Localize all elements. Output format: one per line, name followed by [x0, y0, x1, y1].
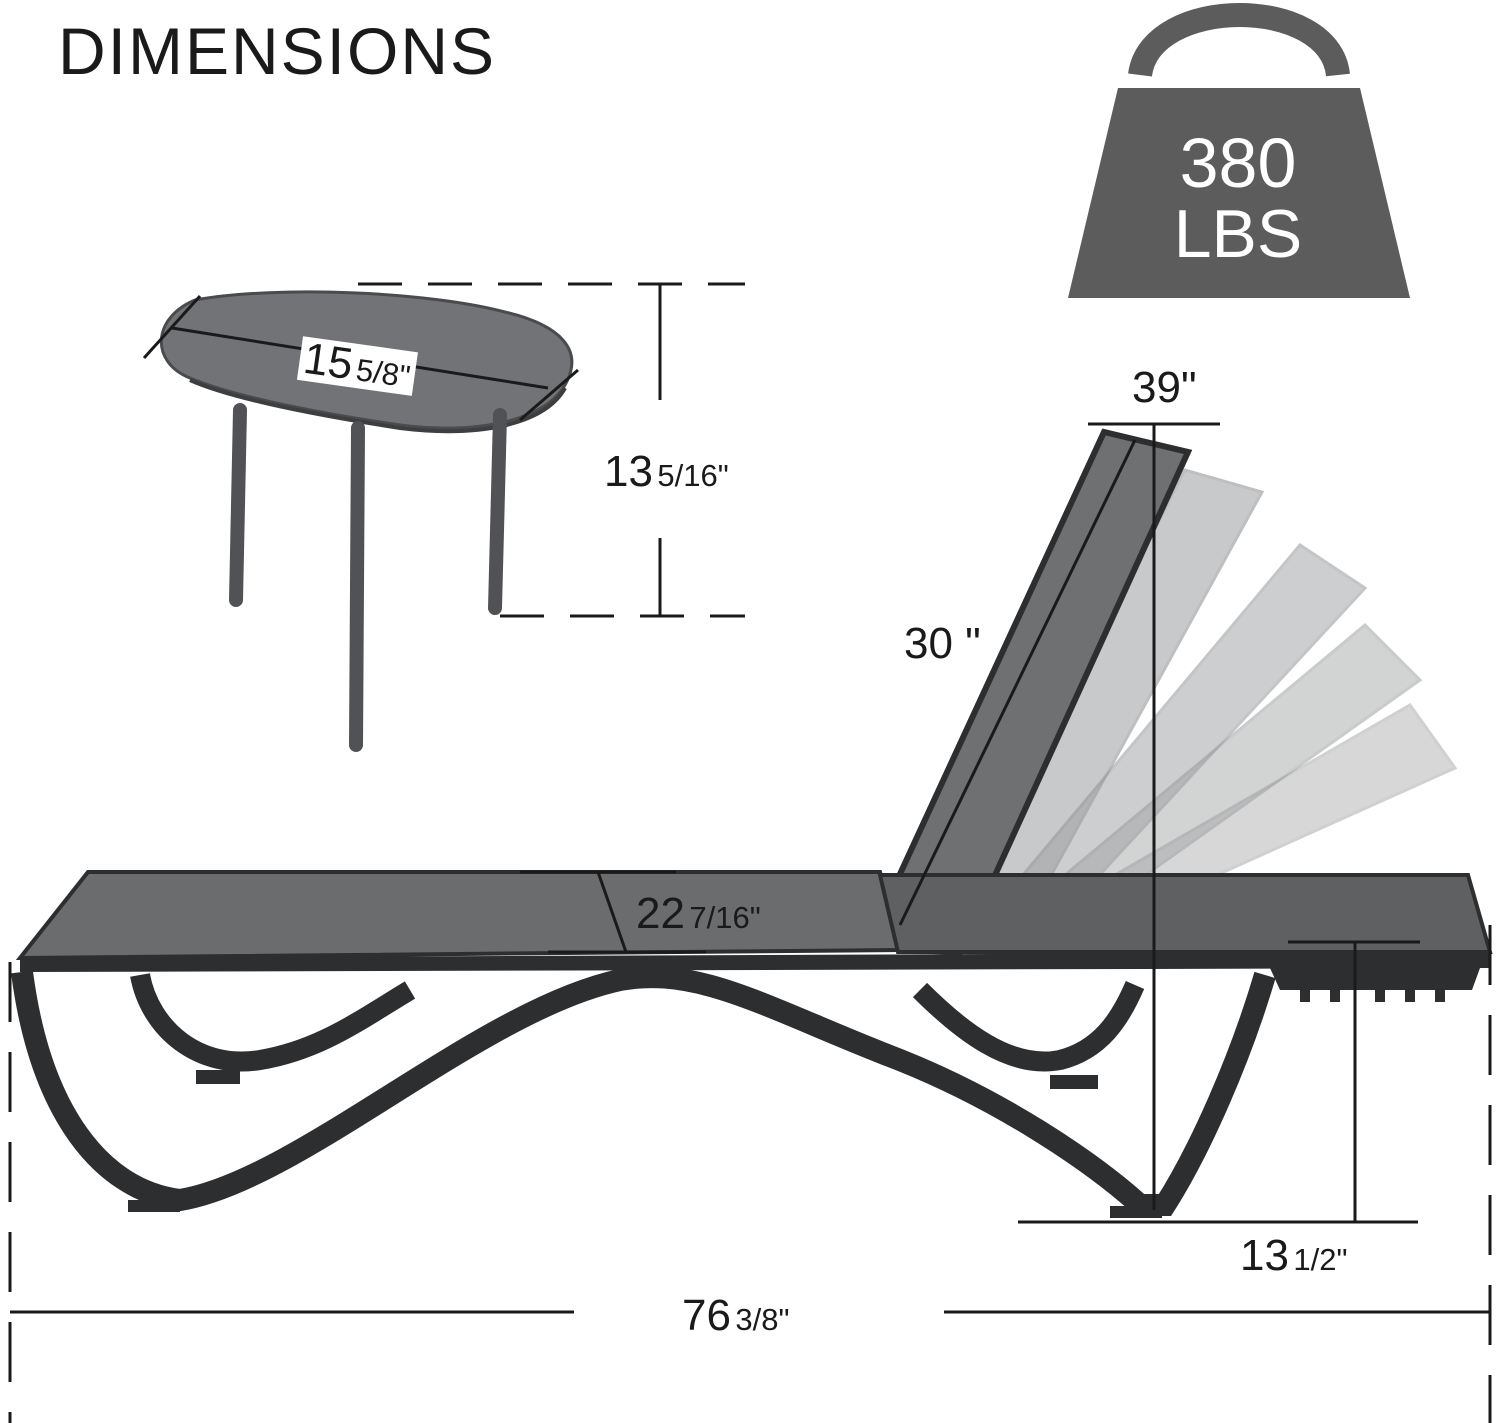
weight-capacity-value: 380 [1179, 124, 1297, 202]
weight-bag-icon [1068, 3, 1410, 298]
seat-width-dimension: 22 7/16" [636, 892, 761, 936]
dimension-lines [8, 422, 1492, 1423]
weight-capacity-unit: LBS [1173, 196, 1303, 272]
dimension-fraction: 5/16" [657, 458, 729, 493]
total-length-dimension: 76 3/8" [682, 1294, 790, 1338]
dimension-fraction: 7/16" [689, 900, 761, 935]
side-table [142, 282, 745, 752]
dimension-whole: 76 [682, 1291, 731, 1340]
table-height-dimension: 13 5/16" [604, 450, 729, 494]
dimension-fraction: 5/8" [353, 352, 413, 395]
dimension-whole: 13 [1240, 1231, 1289, 1280]
arm-height-dimension: 13 1/2" [1240, 1234, 1348, 1278]
page-title: DIMENSIONS [58, 14, 497, 88]
dimension-whole: 15 [300, 333, 356, 390]
dimension-fraction: 3/8" [735, 1302, 790, 1337]
backrest-length-dimension: 30 " [904, 619, 981, 668]
dimension-fraction: 1/2" [1293, 1242, 1348, 1277]
dimension-whole: 13 [604, 447, 653, 496]
back-height-dimension: 39" [1132, 363, 1197, 412]
dimension-whole: 22 [636, 889, 685, 938]
chaise-lounge [11, 428, 1493, 1218]
